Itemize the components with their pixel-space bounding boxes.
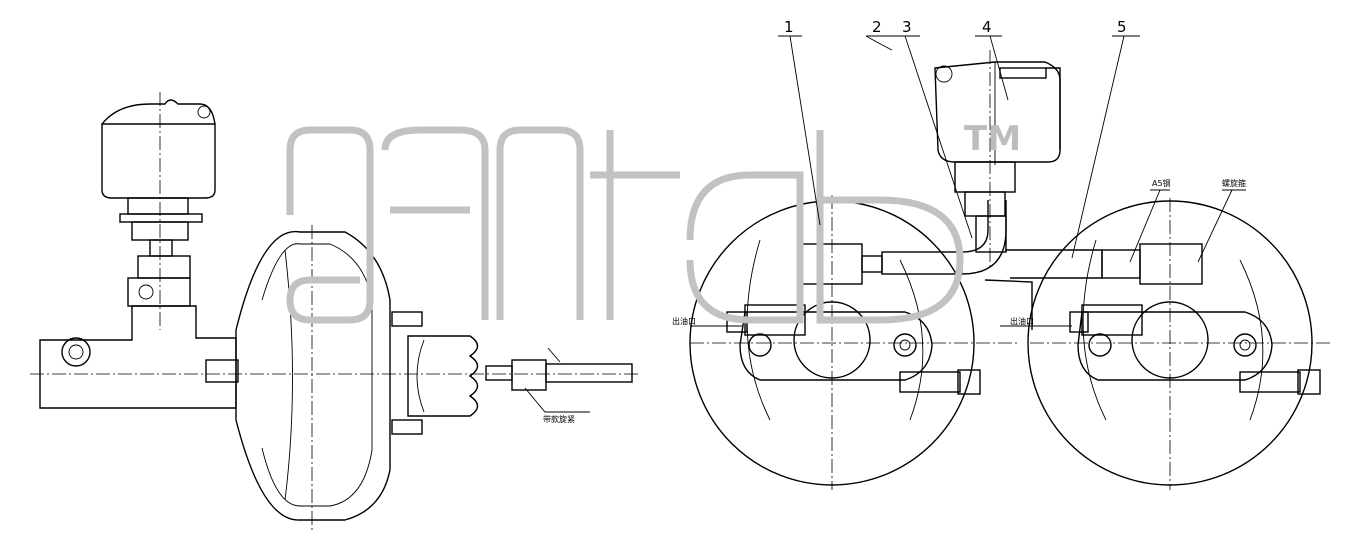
note-outlet-right: 出油口 (1010, 316, 1034, 326)
watermark-logo: TM (286, 119, 1021, 324)
callout-leaders (778, 35, 1246, 263)
callout-5: 5 (1117, 18, 1127, 36)
watermark-tm: TM (964, 119, 1021, 159)
callout-3: 3 (902, 18, 912, 36)
note-upper-1: A5钢 (1152, 178, 1171, 188)
note-upper-2: 螺旋箍 (1222, 178, 1246, 188)
callout-1: 1 (784, 18, 794, 36)
note-outlet-left: 出油口 (672, 316, 696, 326)
front-view-middle (689, 195, 1020, 490)
reservoir-assembly (934, 50, 1103, 330)
callout-2: 2 (872, 18, 882, 36)
note-push-rod: 带款旋紧 (543, 414, 575, 424)
front-view-right (1000, 198, 1330, 490)
callout-4: 4 (982, 18, 992, 36)
side-view (30, 92, 640, 530)
